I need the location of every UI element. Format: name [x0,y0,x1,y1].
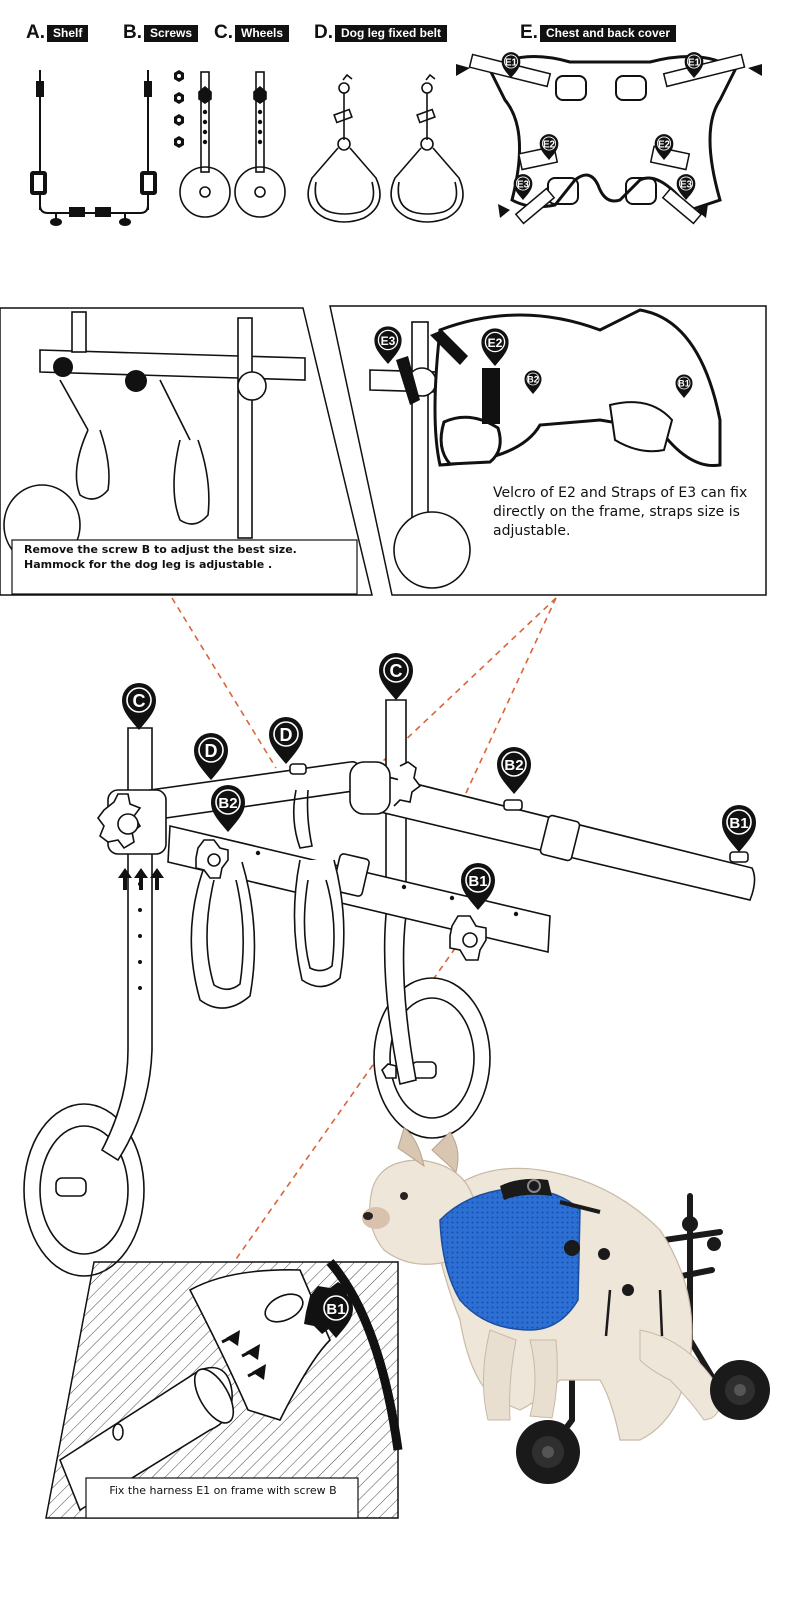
marker-label: E2 [543,139,556,150]
marker-label: B2 [218,795,237,812]
dog-leg-belt-part [307,73,464,223]
marker-b1-front: B1 [460,862,496,911]
part-caption-shelf: A. Shelf [26,22,89,44]
part-letter: A. [26,22,45,43]
marker-label: D [280,725,293,745]
marker-b1-harness: B1 [318,1290,354,1339]
wheelchair-assembly [23,699,756,1277]
part-caption-wheels: C. Wheels [214,22,290,44]
adjust-arrows [118,868,164,890]
marker-e1-left: E1 [501,51,521,79]
part-letter: C. [214,22,233,43]
marker-b2-detail: B2 [524,370,542,395]
marker-label: E1 [505,57,518,68]
chest-back-cover-part [456,53,762,225]
part-letter: E. [520,22,538,43]
marker-label: E2 [488,336,503,350]
marker-label: B2 [527,375,539,385]
part-name: Wheels [235,24,290,42]
part-name: Dog leg fixed belt [335,24,448,42]
marker-label: B1 [326,1301,345,1318]
marker-d-right: D [268,716,304,765]
detail-panel-harness [45,1259,403,1519]
part-caption-screws: B. Screws [123,22,199,44]
marker-label: E3 [680,179,693,190]
marker-label: C [390,661,403,681]
part-name: Chest and back cover [539,24,677,42]
marker-b2-front: B2 [210,784,246,833]
marker-label: E3 [517,179,530,190]
marker-c-right: C [378,652,414,701]
marker-label: E2 [658,139,671,150]
marker-label: E1 [688,57,701,68]
part-letter: D. [314,22,333,43]
part-caption-dog-leg-belt: D. Dog leg fixed belt [314,22,448,44]
wheels-part [179,71,286,218]
marker-b2-back: B2 [496,746,532,795]
part-name: Screws [144,24,199,42]
marker-e2-left: E2 [539,133,559,161]
marker-c-left: C [121,682,157,731]
marker-label: E3 [381,334,396,348]
part-caption-chest-back-cover: E. Chest and back cover [520,22,677,44]
marker-e2-right: E2 [654,133,674,161]
note-screw-adjust: Remove the screw B to adjust the best si… [24,543,297,571]
marker-e1-right: E1 [684,51,704,79]
marker-e3-detail: E3 [373,325,403,365]
marker-b1-detail: B1 [675,374,693,399]
note-fix-harness: Fix the harness E1 on frame with screw B [109,1484,337,1497]
marker-label: B1 [678,379,690,389]
marker-label: C [133,691,146,711]
note-velcro: Velcro of E2 and Straps of E3 can fix di… [493,485,748,539]
marker-label: B2 [504,757,523,774]
marker-label: B1 [468,873,487,890]
part-letter: B. [123,22,142,43]
marker-e3-left: E3 [513,173,533,201]
marker-b1-back: B1 [721,804,757,853]
shelf-part [30,70,157,226]
part-name: Shelf [47,24,89,42]
marker-d-left: D [193,732,229,781]
note-box-screw [11,539,358,595]
marker-label: B1 [729,815,748,832]
marker-e3-right: E3 [676,173,696,201]
dog-in-wheelchair [362,1127,770,1484]
marker-label: D [205,741,218,761]
screws-part [174,70,184,148]
marker-e2-detail: E2 [480,327,510,367]
note-box-harness [85,1477,359,1519]
detail-panel-screw [0,307,373,596]
